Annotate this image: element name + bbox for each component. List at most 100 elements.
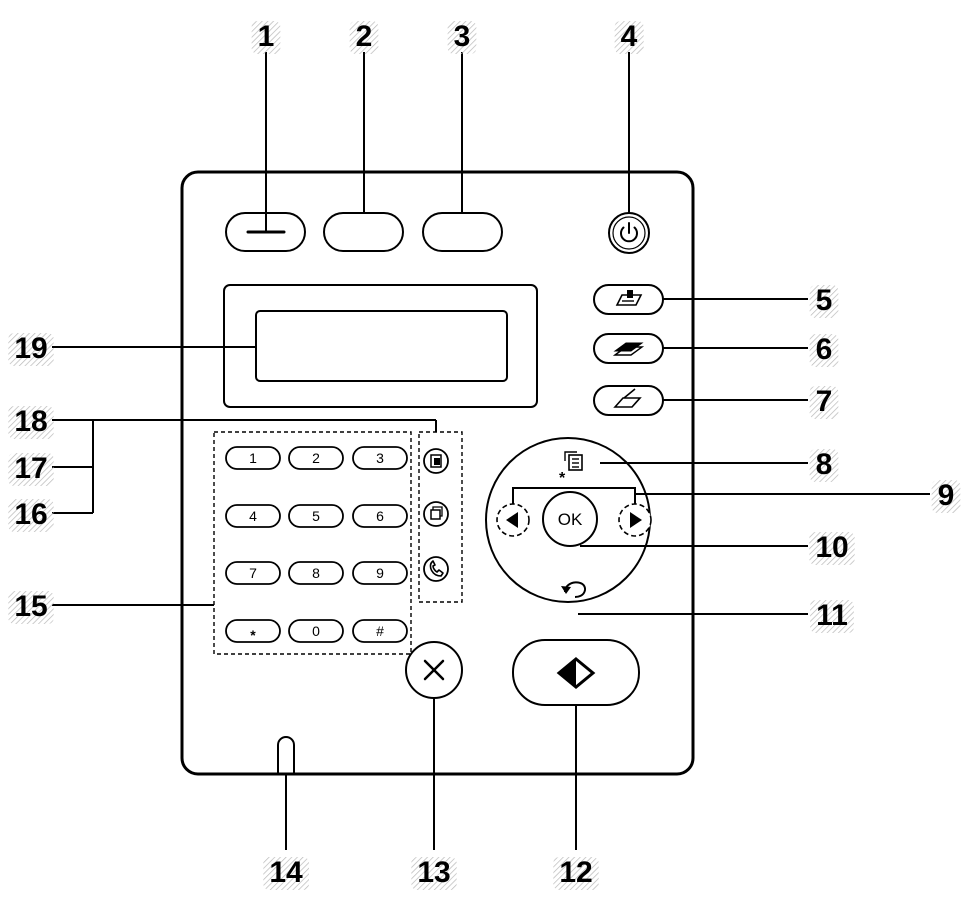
callout-hatch (411, 857, 457, 890)
keypad-key-shape (225, 561, 281, 585)
keypad-key[interactable]: 5 (288, 504, 344, 528)
callout-hatch (810, 600, 854, 633)
keypad-key-label: 6 (376, 508, 384, 524)
scan-button[interactable] (593, 385, 664, 416)
keypad-key-shape (288, 504, 344, 528)
callout-hatch (8, 453, 54, 486)
callout-8: 8 (816, 448, 833, 481)
left-arrow-icon (506, 512, 518, 528)
display-screen (255, 310, 508, 382)
keypad-key[interactable]: 1 (225, 446, 281, 470)
callout-11: 11 (816, 599, 848, 632)
keypad-key-label: 9 (376, 565, 384, 581)
on-hook-dial-button[interactable] (423, 556, 449, 582)
copy-button[interactable] (593, 333, 664, 364)
keypad-key[interactable]: 2 (288, 446, 344, 470)
power-button[interactable] (608, 212, 650, 254)
leader-lines (52, 52, 930, 850)
stop-button[interactable] (405, 641, 463, 699)
callout-hatch (8, 499, 54, 532)
redial-button[interactable] (423, 501, 449, 527)
status-led (277, 736, 295, 774)
callout-1: 1 (258, 20, 275, 53)
keypad-key-shape (352, 619, 408, 643)
address-book-button[interactable] (423, 448, 449, 474)
back-button[interactable] (561, 581, 586, 598)
keypad-key-shape (225, 619, 281, 643)
power-icon (620, 222, 638, 243)
keypad-key-label: 7 (249, 565, 257, 581)
keypad-key-shape (352, 561, 408, 585)
keypad-key[interactable]: * (225, 619, 281, 643)
callout-7: 7 (816, 385, 833, 418)
left-arrow-button[interactable] (496, 503, 530, 537)
keypad-key[interactable]: 6 (352, 504, 408, 528)
callout-hatch (8, 406, 54, 439)
keypad-key-shape (352, 446, 408, 470)
stop-icon (423, 659, 445, 681)
scan-icon (613, 388, 642, 408)
ok-label: OK (558, 510, 583, 529)
callout-6: 6 (816, 333, 833, 366)
keypad-key[interactable]: 0 (288, 619, 344, 643)
keypad-key-shape (352, 504, 408, 528)
callout-hatch (809, 386, 839, 419)
callout-10: 10 (815, 531, 848, 564)
side-buttons-region (418, 431, 463, 603)
keypad-key[interactable]: 9 (352, 561, 408, 585)
callout-hatch (8, 333, 54, 366)
callout-17: 17 (14, 452, 47, 485)
fax-icon (615, 290, 643, 306)
keypad-key-label: 1 (249, 450, 257, 466)
top-button-2[interactable] (323, 212, 404, 252)
callout-16: 16 (14, 498, 47, 531)
callout-hatch (614, 21, 644, 54)
callout-hatch (8, 591, 54, 624)
keypad-key-label: 2 (312, 450, 320, 466)
callout-hatch (553, 857, 599, 890)
right-arrow-button[interactable] (618, 503, 652, 537)
keypad-key-label: # (376, 623, 384, 639)
top-button-3[interactable] (422, 212, 503, 252)
right-arrow-icon (630, 512, 642, 528)
keypad-key[interactable]: # (352, 619, 408, 643)
callout-12: 12 (559, 856, 592, 889)
start-button[interactable] (512, 639, 640, 706)
keypad-key-label: 3 (376, 450, 384, 466)
callout-14: 14 (269, 856, 303, 889)
keypad-key[interactable]: 8 (288, 561, 344, 585)
fax-button[interactable] (593, 284, 664, 315)
menu-icon: * (559, 451, 583, 487)
back-icon (561, 581, 586, 598)
callout-2: 2 (356, 20, 373, 53)
callout-hatch (809, 285, 839, 318)
keypad-key[interactable]: 7 (225, 561, 281, 585)
address-book-icon (430, 454, 442, 468)
keypad-key-label: 5 (312, 508, 320, 524)
callout-hatch (809, 449, 839, 482)
keypad-key[interactable]: 3 (352, 446, 408, 470)
callout-19: 19 (14, 332, 47, 365)
callout-hatch (809, 532, 855, 565)
menu-button[interactable]: * (559, 451, 583, 487)
display-frame (223, 284, 538, 408)
keypad-key[interactable]: 4 (225, 504, 281, 528)
copy-icon (612, 342, 645, 356)
callout-15: 15 (14, 590, 47, 623)
callout-hatch (809, 334, 839, 367)
callout-4: 4 (621, 20, 638, 53)
ok-button[interactable]: OK (542, 491, 598, 547)
keypad-key-shape (288, 446, 344, 470)
numeric-keypad-region (213, 431, 412, 655)
keypad-key-shape (288, 561, 344, 585)
start-icon (556, 657, 596, 689)
panel-body (180, 170, 695, 776)
redial-icon (430, 506, 443, 520)
on-hook-dial-icon (429, 560, 444, 577)
callout-backgrounds (8, 21, 961, 890)
keypad-key-label: 4 (249, 508, 257, 524)
keypad-key-shape (225, 446, 281, 470)
keypad-key-shape (288, 619, 344, 643)
callout-hatch (349, 21, 379, 54)
